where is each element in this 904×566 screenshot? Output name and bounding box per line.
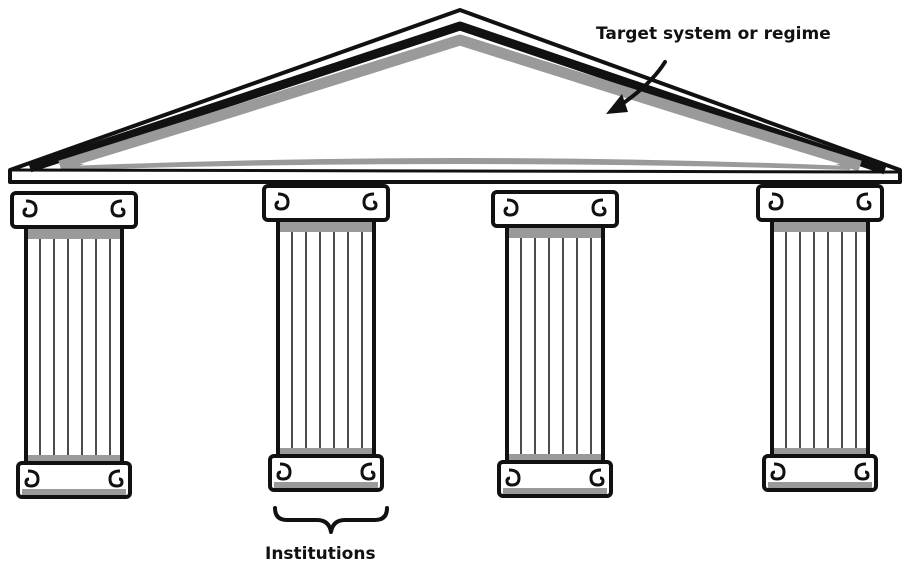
target-system-label: Target system or regime <box>596 24 831 44</box>
institutions-label: Institutions <box>265 544 376 564</box>
pillar-2 <box>262 184 390 492</box>
roof-face <box>80 48 840 164</box>
target-arrow <box>606 60 667 114</box>
roof-shading <box>58 34 862 172</box>
institutions-brace <box>273 506 389 534</box>
roof-pediment <box>8 8 902 184</box>
pillar-1 <box>10 191 138 499</box>
pillar-4 <box>756 184 884 492</box>
roof-base-shade <box>70 158 850 170</box>
roof-inner-band <box>28 21 887 175</box>
pillar-3 <box>491 190 619 498</box>
